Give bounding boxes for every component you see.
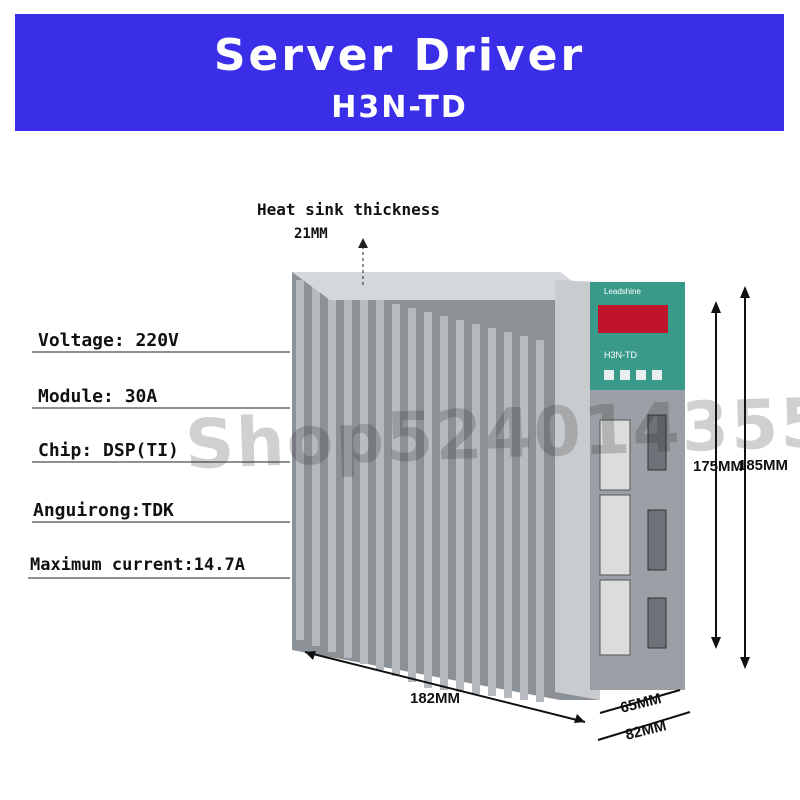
dim-height-inner: 175MM bbox=[693, 458, 744, 475]
dim-depth: 182MM bbox=[410, 690, 461, 707]
dim-65-line bbox=[599, 689, 681, 714]
panel-button bbox=[652, 370, 662, 380]
cn3-connector bbox=[647, 597, 667, 649]
heatsink-fins bbox=[296, 280, 544, 702]
heatsink-label: Heat sink thickness bbox=[257, 200, 441, 219]
spec-chip: Chip: DSP(TI) bbox=[38, 440, 179, 461]
model-text: H3N-TD bbox=[604, 350, 637, 360]
led-display bbox=[598, 305, 668, 333]
brand-text: Leadshine bbox=[604, 287, 641, 296]
panel-button bbox=[604, 370, 614, 380]
spec-anguirong: Anguirong:TDK bbox=[33, 500, 174, 521]
panel-button bbox=[620, 370, 630, 380]
banner-title: Server Driver bbox=[213, 30, 586, 81]
dim-height-outer: 185MM bbox=[738, 457, 789, 474]
spec-module: Module: 30A bbox=[38, 386, 158, 407]
dim-82-line bbox=[597, 711, 691, 741]
spec-voltage: Voltage: 220V bbox=[38, 330, 179, 351]
cn1-connector bbox=[647, 414, 667, 471]
dim-182-line bbox=[304, 651, 586, 723]
terminal-block bbox=[599, 579, 631, 656]
spec-max-current: Maximum current:14.7A bbox=[30, 555, 245, 575]
cn2-connector bbox=[647, 509, 667, 571]
title-banner: Server Driver H3N-TD bbox=[15, 14, 784, 131]
banner-model: H3N-TD bbox=[331, 90, 468, 125]
panel-button bbox=[636, 370, 646, 380]
heatsink-value: 21MM bbox=[294, 226, 328, 242]
terminal-block bbox=[599, 419, 631, 491]
terminal-block bbox=[599, 494, 631, 576]
